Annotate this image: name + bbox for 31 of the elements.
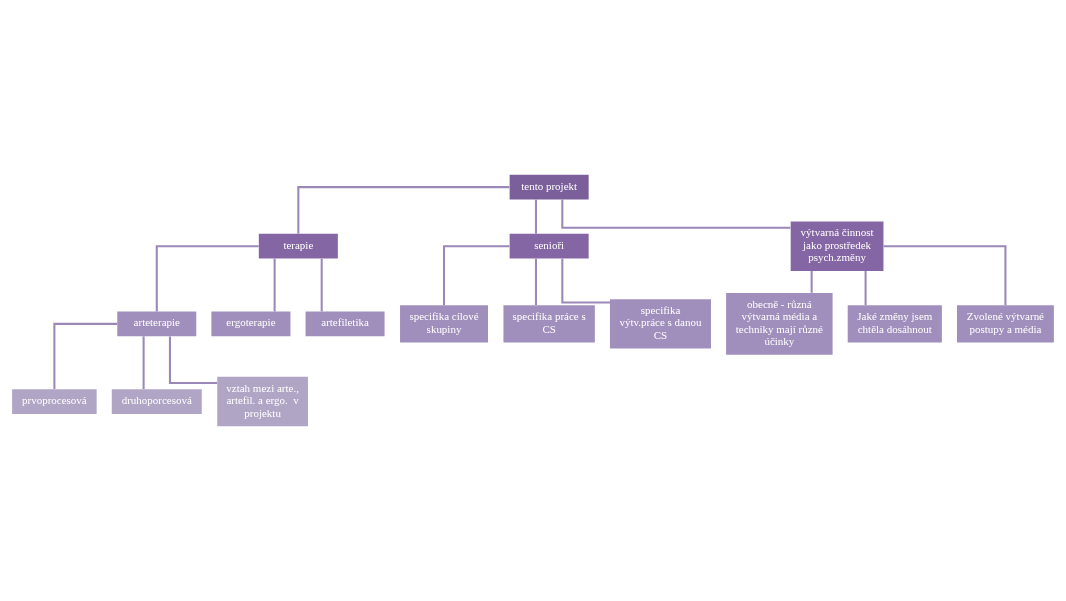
connector xyxy=(534,258,537,306)
connector xyxy=(320,258,323,312)
node-box: Jaké změny jsem chtěla dosáhnout xyxy=(847,305,942,343)
connector xyxy=(297,186,510,234)
node-box: vztah mezi arte., artefil. a ergo. v projektu xyxy=(217,376,308,427)
connector xyxy=(443,245,510,306)
node-box: druhoporcesová xyxy=(111,389,202,414)
node-box: specifika výtv.práce s danou CS xyxy=(609,299,711,349)
connector xyxy=(883,245,1007,306)
connector xyxy=(534,199,537,234)
node-box: senioři xyxy=(509,233,589,259)
connector xyxy=(561,258,610,304)
node-box: prvoprocesová xyxy=(12,389,97,414)
node-box: specifika práce s CS xyxy=(503,305,595,343)
node-box: artefiletika xyxy=(305,311,385,337)
node-box: ergoterapie xyxy=(211,311,291,337)
connector xyxy=(864,271,867,306)
connector xyxy=(168,336,218,384)
connector xyxy=(273,258,276,312)
node-box: specifika cílové skupiny xyxy=(400,305,488,343)
connector xyxy=(810,271,813,293)
node-box: obecně - různá výtvarná média a techniky mají různé účinky xyxy=(726,292,833,355)
connector xyxy=(561,199,791,229)
node-box: arteterapie xyxy=(117,311,197,337)
node-box: tento projekt xyxy=(509,174,589,200)
node-box: Zvolené výtvarné postupy a média xyxy=(957,305,1054,343)
connector xyxy=(142,336,145,390)
node-box: výtvarná činnost jako prostředek psych.změny xyxy=(790,221,884,271)
connector xyxy=(53,322,118,390)
node-box: terapie xyxy=(258,233,338,259)
connector xyxy=(155,245,259,312)
